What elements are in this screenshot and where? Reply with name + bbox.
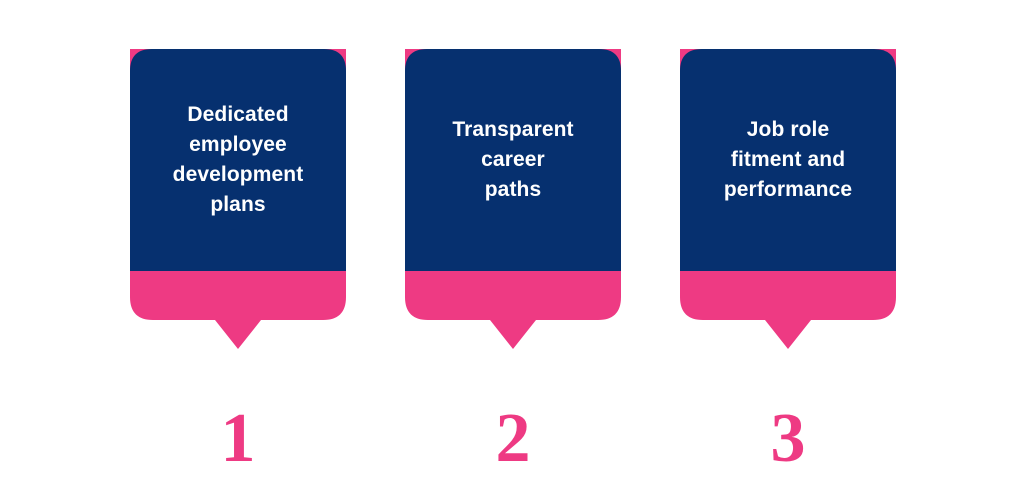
step-card-1[interactable]: Dedicated employee development plans 1 bbox=[130, 49, 346, 474]
callout-bubble-shape bbox=[680, 49, 896, 349]
step-number-1: 1 bbox=[220, 400, 256, 477]
step-number-3: 3 bbox=[770, 400, 806, 477]
bubble-navy-body bbox=[680, 49, 896, 271]
card-title-1: Dedicated employee development plans bbox=[172, 103, 304, 216]
callout-bubble: Transparent career paths bbox=[405, 49, 621, 349]
bubble-navy-body bbox=[405, 49, 621, 271]
card-title-2: Transparent career paths bbox=[452, 118, 574, 201]
step-number-2: 2 bbox=[495, 400, 531, 477]
callout-bubble: Dedicated employee development plans bbox=[130, 49, 346, 349]
callout-bubble: Job role fitment and performance bbox=[680, 49, 896, 349]
card-text-area: Job role fitment and performance bbox=[680, 49, 896, 271]
infographic-canvas: Dedicated employee development plans 1 T… bbox=[130, 49, 896, 474]
card-text-area: Dedicated employee development plans bbox=[130, 49, 346, 271]
card-text-area: Transparent career paths bbox=[405, 49, 621, 271]
callout-bubble-shape bbox=[405, 49, 621, 349]
bubble-navy-body bbox=[130, 49, 346, 271]
card-title-3: Job role fitment and performance bbox=[723, 118, 853, 201]
callout-bubble-shape bbox=[130, 49, 346, 349]
step-card-3[interactable]: Job role fitment and performance 3 bbox=[680, 49, 896, 474]
step-card-2[interactable]: Transparent career paths 2 bbox=[405, 49, 621, 474]
